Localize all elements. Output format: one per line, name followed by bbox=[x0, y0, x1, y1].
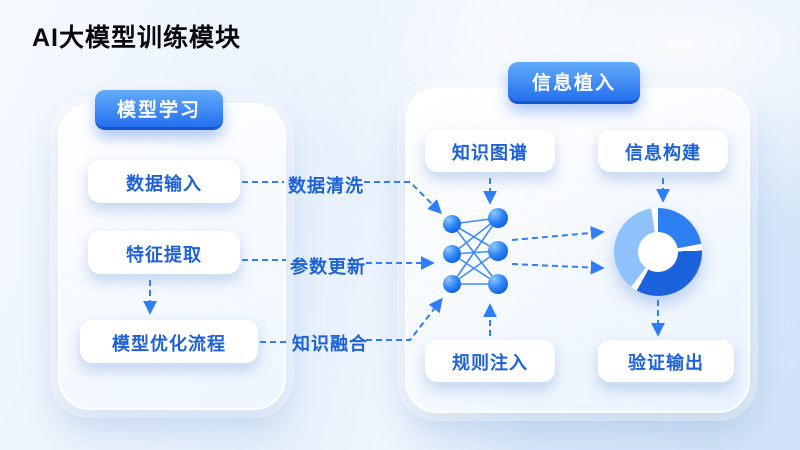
knowledge-fusion-label: 知识融合 bbox=[292, 334, 368, 354]
feature-extraction-node: 特征提取 bbox=[88, 231, 240, 276]
rule-injection-node: 规则注入 bbox=[425, 340, 555, 384]
model-optimization-node: 模型优化流程 bbox=[80, 320, 258, 365]
knowledge-graph-node: 知识图谱 bbox=[425, 130, 555, 174]
information-implant-badge: 信息植入 bbox=[508, 62, 640, 104]
validation-output-node: 验证输出 bbox=[598, 340, 734, 384]
information-construction-node: 信息构建 bbox=[598, 130, 728, 174]
data-input-node: 数据输入 bbox=[88, 160, 240, 205]
model-learning-badge: 模型学习 bbox=[95, 90, 223, 130]
data-cleaning-label: 数据清洗 bbox=[288, 176, 364, 196]
page-title: AI大模型训练模块 bbox=[32, 24, 242, 52]
parameter-update-label: 参数更新 bbox=[290, 257, 366, 277]
donut-chart-icon bbox=[614, 208, 702, 296]
